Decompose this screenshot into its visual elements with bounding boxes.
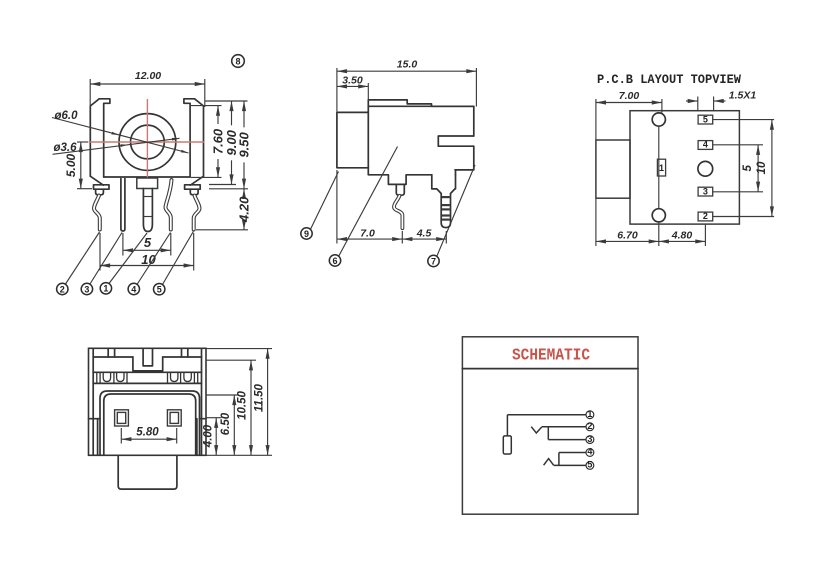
svg-text:1: 1	[659, 163, 664, 173]
svg-text:5: 5	[742, 165, 754, 172]
svg-text:3: 3	[703, 186, 708, 196]
svg-text:5: 5	[157, 285, 162, 295]
svg-text:ø6.0: ø6.0	[54, 110, 78, 122]
svg-text:4.20: 4.20	[236, 196, 251, 223]
svg-text:1: 1	[103, 284, 108, 294]
svg-text:10: 10	[756, 161, 768, 174]
svg-text:4.00: 4.00	[203, 424, 215, 448]
svg-text:6.50: 6.50	[220, 412, 232, 435]
svg-text:5: 5	[587, 460, 592, 470]
svg-text:SCHEMATIC: SCHEMATIC	[512, 346, 590, 365]
svg-text:5: 5	[144, 235, 152, 250]
svg-text:4: 4	[703, 140, 708, 150]
svg-text:12.00: 12.00	[135, 70, 161, 82]
svg-text:3: 3	[84, 284, 89, 294]
svg-text:7.60: 7.60	[210, 128, 225, 154]
svg-text:3.50: 3.50	[342, 75, 363, 87]
svg-text:9: 9	[304, 229, 309, 239]
svg-text:8: 8	[235, 57, 240, 67]
svg-text:10: 10	[141, 252, 156, 267]
svg-text:2: 2	[703, 211, 708, 221]
svg-text:3: 3	[587, 434, 592, 444]
svg-text:6: 6	[332, 256, 337, 266]
svg-text:4: 4	[587, 447, 592, 457]
svg-text:9.00: 9.00	[224, 129, 239, 155]
svg-text:7: 7	[431, 256, 436, 266]
svg-text:9.50: 9.50	[236, 131, 251, 157]
svg-text:10.50: 10.50	[236, 391, 248, 420]
svg-text:4: 4	[131, 284, 136, 294]
svg-text:5.00: 5.00	[64, 153, 78, 177]
svg-text:5.80: 5.80	[136, 427, 159, 439]
svg-text:7.00: 7.00	[619, 90, 640, 102]
svg-text:4.80: 4.80	[671, 229, 693, 241]
svg-text:5: 5	[703, 114, 708, 124]
svg-text:7.0: 7.0	[360, 227, 375, 239]
svg-text:15.0: 15.0	[397, 59, 418, 71]
svg-text:2: 2	[587, 421, 592, 431]
svg-text:1: 1	[587, 409, 592, 419]
svg-text:2: 2	[60, 284, 65, 294]
svg-text:P.C.B LAYOUT TOPVIEW: P.C.B LAYOUT TOPVIEW	[597, 73, 741, 87]
svg-text:11.50: 11.50	[253, 383, 265, 412]
svg-text:1.5X1: 1.5X1	[729, 90, 757, 102]
svg-text:4.5: 4.5	[416, 227, 432, 239]
svg-text:6.70: 6.70	[617, 229, 638, 241]
svg-text:ø3.6: ø3.6	[53, 142, 77, 154]
